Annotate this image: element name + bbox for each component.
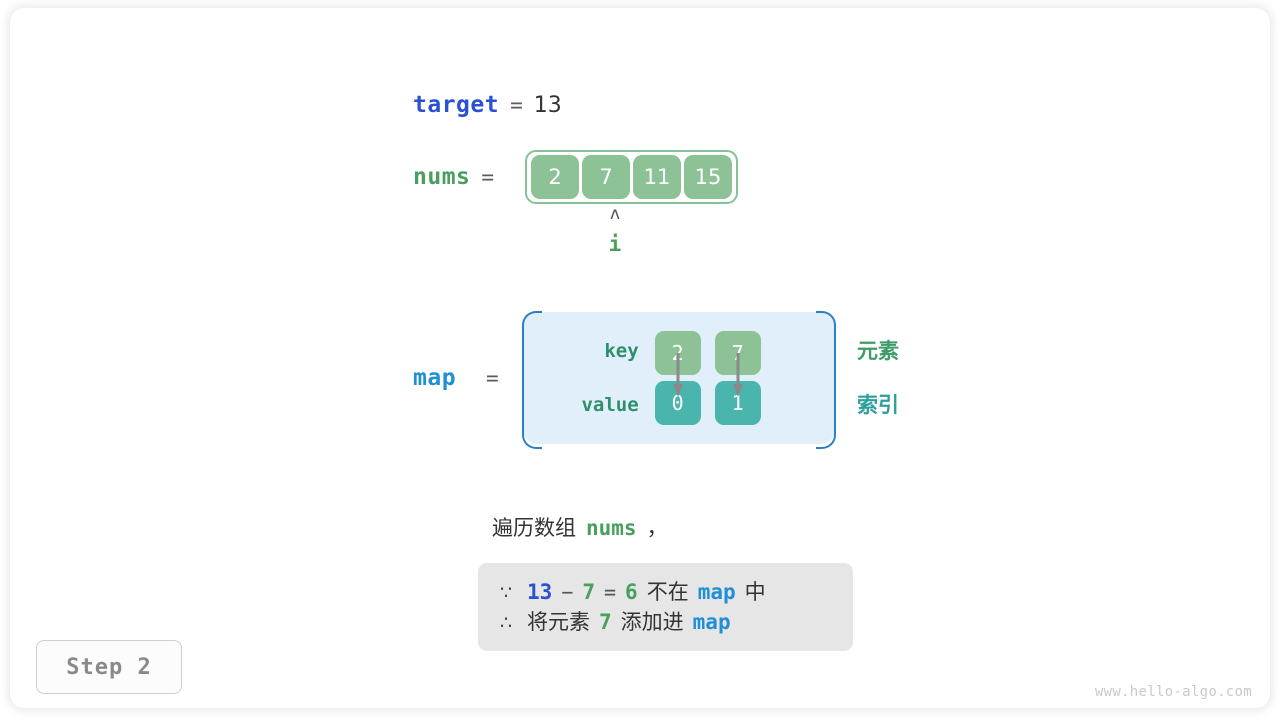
note1-target-value: 13 [527,580,553,604]
map-key-cell: 7 [714,331,761,375]
note1-map-code: map [697,580,736,604]
explanation-line-1: ∵ 13 − 7 = 6 不在 map 中 [500,576,831,606]
nums-variable-name: nums [413,164,471,190]
because-symbol-icon: ∵ [500,582,513,604]
note2-map-code: map [692,610,731,634]
map-entry: 7 1 [714,331,761,425]
note2-value: 7 [599,610,612,634]
map-declaration: map = key value 2 0 7 1 [413,311,836,449]
map-left-brace [521,311,542,449]
map-row-labels: key value [551,312,639,444]
caption-suffix: ， [646,516,668,540]
map-value-label: value [581,394,639,416]
map-equals-sign: = [486,366,499,390]
watermark: www.hello-algo.com [1094,684,1252,700]
array-cell: 2 [531,155,580,199]
legend-element-label: 元素 [857,339,899,363]
map-legend: 元素 索引 [857,312,899,444]
note1-text-mid: 不在 [646,580,689,604]
index-pointer: ʌ i [600,206,630,259]
therefore-symbol-icon: ∴ [500,612,513,634]
array-cell: 11 [633,155,682,199]
map-entries: 2 0 7 1 [654,312,761,444]
legend-index-label: 索引 [857,393,899,417]
caption-code: nums [586,516,637,540]
target-value: 13 [533,93,562,118]
note1-current-value: 7 [582,580,595,604]
map-entry: 2 0 [654,331,701,425]
map-variable-name: map [413,365,457,391]
map-right-brace [815,311,836,449]
note2-text-mid: 添加进 [620,610,684,634]
target-declaration: target = 13 [413,92,562,118]
nums-declaration: nums = 2 7 11 15 [413,150,739,204]
index-pointer-label: i [608,232,622,256]
note1-result-value: 6 [625,580,638,604]
array-cell: 15 [684,155,733,199]
explanation-box: ∵ 13 − 7 = 6 不在 map 中 ∴ 将元素 7 添加进 map [478,563,853,651]
map-value-cell: 0 [654,381,701,425]
map-container: key value 2 0 7 1 [521,311,836,449]
caption-line: 遍历数组 nums ， [492,512,668,542]
nums-equals-sign: = [481,165,495,189]
note1-equals-operator: = [604,580,617,604]
note2-text-start: 将元素 [527,610,590,634]
map-key-cell: 2 [654,331,701,375]
nums-array: 2 7 11 15 [525,150,739,204]
note1-minus-operator: − [561,580,574,604]
step-badge: Step 2 [36,640,182,694]
target-variable-name: target [413,92,500,118]
map-value-cell: 1 [714,381,761,425]
note1-text-end: 中 [744,580,766,604]
array-cell: 7 [582,155,631,199]
explanation-line-2: ∴ 将元素 7 添加进 map [500,606,831,636]
target-equals-sign: = [510,93,523,117]
map-key-label: key [604,340,639,362]
caption-prefix: 遍历数组 [492,516,576,540]
caret-icon: ʌ [609,204,621,224]
